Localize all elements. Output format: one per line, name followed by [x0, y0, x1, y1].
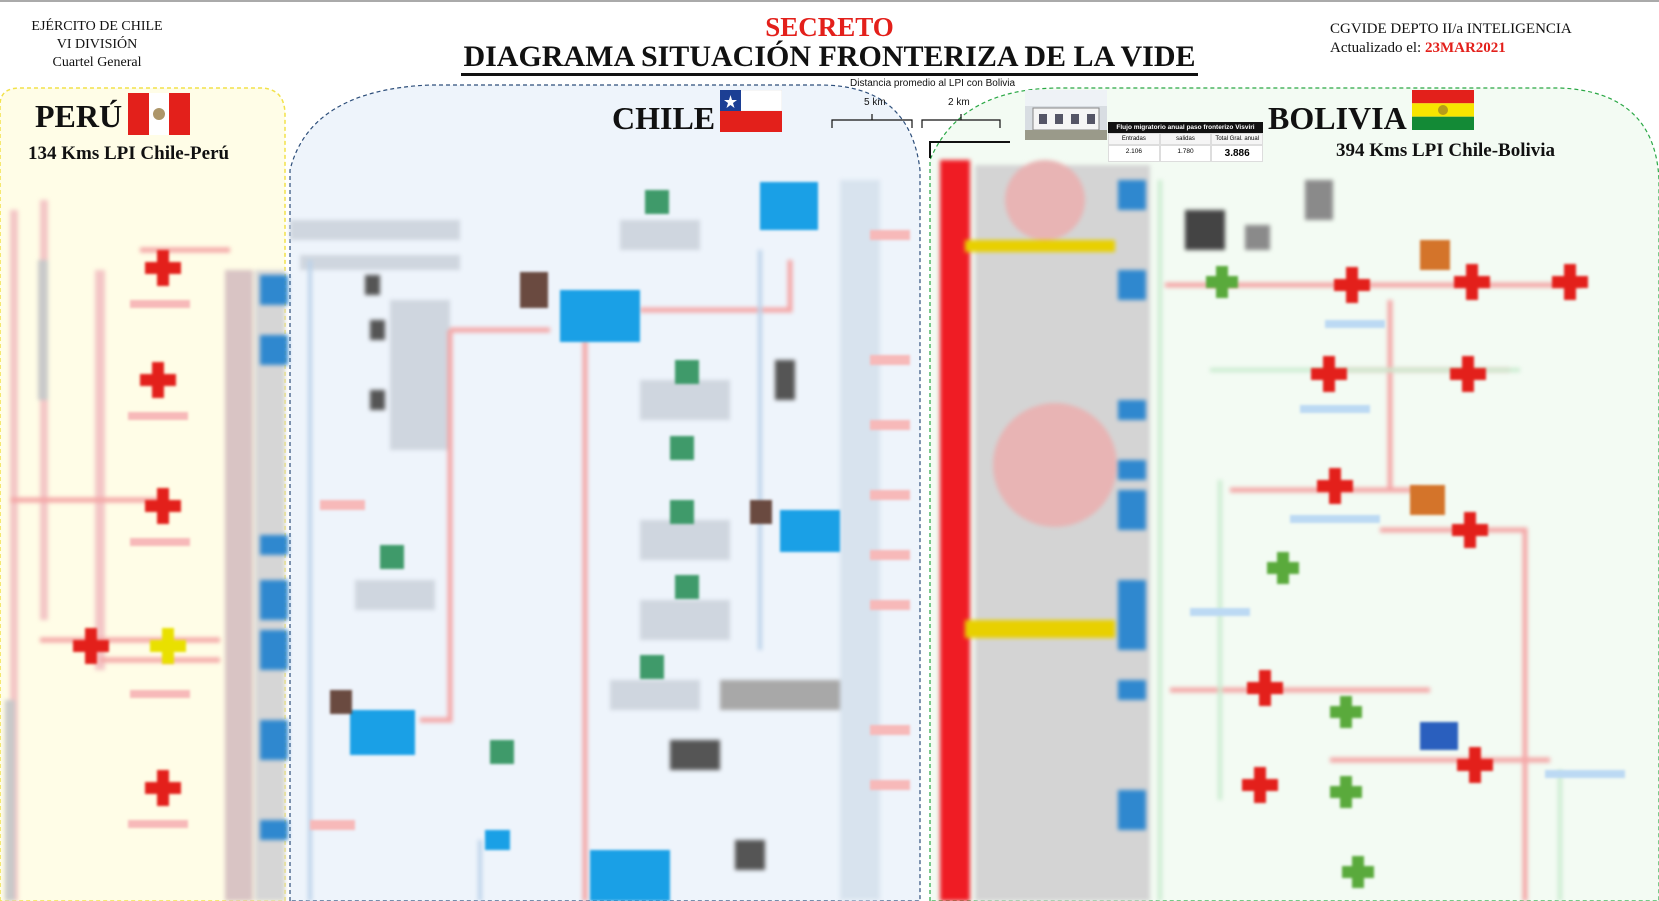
green-marker-icon — [1206, 266, 1374, 888]
flujo-val-total: 3.886 — [1211, 145, 1264, 162]
yellow-cross-icon — [150, 628, 186, 664]
distance-brackets — [831, 114, 1010, 158]
flag-bolivia-icon — [1412, 90, 1474, 130]
bolivia-orange-markers — [1410, 240, 1450, 515]
classification-label: SECRETO — [765, 12, 894, 42]
flag-peru-icon — [128, 93, 190, 135]
distance-5km-label: 5 km — [864, 97, 886, 108]
flujo-columns: Entradas salidas Total Gral. anual — [1108, 133, 1264, 145]
updated-date: 23MAR2021 — [1424, 40, 1506, 56]
org-line-2: VI DIVISIÓN — [56, 37, 138, 52]
updated-label: Actualizado el: — [1330, 40, 1422, 56]
flujo-val-entradas: 2.106 — [1108, 145, 1160, 162]
flujo-col-salidas: salidas — [1159, 133, 1212, 145]
peru-lpi-label: 134 Kms LPI Chile-Perú — [28, 143, 230, 164]
peru-links — [10, 247, 230, 663]
blue-label-tags — [1190, 320, 1625, 778]
chile-brown-markers — [330, 272, 772, 714]
org-block: EJÉRCITO DE CHILE VI DIVISIÓN Cuartel Ge… — [22, 18, 172, 72]
org-line-1: EJÉRCITO DE CHILE — [31, 19, 163, 34]
blue-node-icon — [350, 182, 840, 901]
diagram-title: DIAGRAMA SITUACIÓN FRONTERIZA DE LA VIDE — [0, 40, 1659, 76]
chile-blue-links — [308, 250, 762, 901]
distance-2km-label: 2 km — [948, 97, 970, 108]
flujo-col-entradas: Entradas — [1108, 133, 1160, 145]
peru-label: PERÚ — [35, 98, 123, 134]
department-name: CGVIDE DEPTO II/a INTELIGENCIA — [1330, 21, 1572, 37]
department-block: CGVIDE DEPTO II/a INTELIGENCIA Actualiza… — [1330, 20, 1572, 58]
flag-chile-icon — [720, 90, 782, 132]
bolivia-lpi-label: 394 Kms LPI Chile-Bolivia — [1336, 140, 1556, 161]
chile-dark-glyphs — [365, 275, 795, 870]
updated-line: Actualizado el: 23MAR2021 — [1330, 39, 1572, 58]
chile-label: CHILE — [612, 100, 716, 136]
border-column — [940, 160, 1150, 901]
flujo-values: 2.106 1.780 3.886 — [1108, 145, 1264, 162]
flujo-val-salidas: 1.780 — [1159, 145, 1212, 162]
org-line-3: Cuartel General — [52, 55, 142, 70]
bolivia-blue-marker — [1420, 722, 1458, 750]
flujo-table: Flujo migratorio anual paso fronterizo V… — [1108, 122, 1264, 162]
building-photo-icon — [1025, 90, 1107, 140]
chile-links — [420, 260, 793, 901]
bolivia-grey-glyphs — [1185, 180, 1333, 250]
flujo-col-total: Total Gral. anual — [1211, 133, 1264, 145]
pink-label-tags — [128, 230, 910, 830]
diagram-title-text: DIAGRAMA SITUACIÓN FRONTERIZA DE LA VIDE — [461, 40, 1198, 76]
flujo-header: Flujo migratorio anual paso fronterizo V… — [1108, 122, 1263, 133]
bolivia-label: BOLIVIA — [1268, 100, 1407, 136]
distance-title: Distancia promedio al LPI con Bolivia — [850, 78, 1016, 89]
chile-green-markers — [380, 190, 699, 764]
peru-blue-blocks — [260, 275, 288, 840]
